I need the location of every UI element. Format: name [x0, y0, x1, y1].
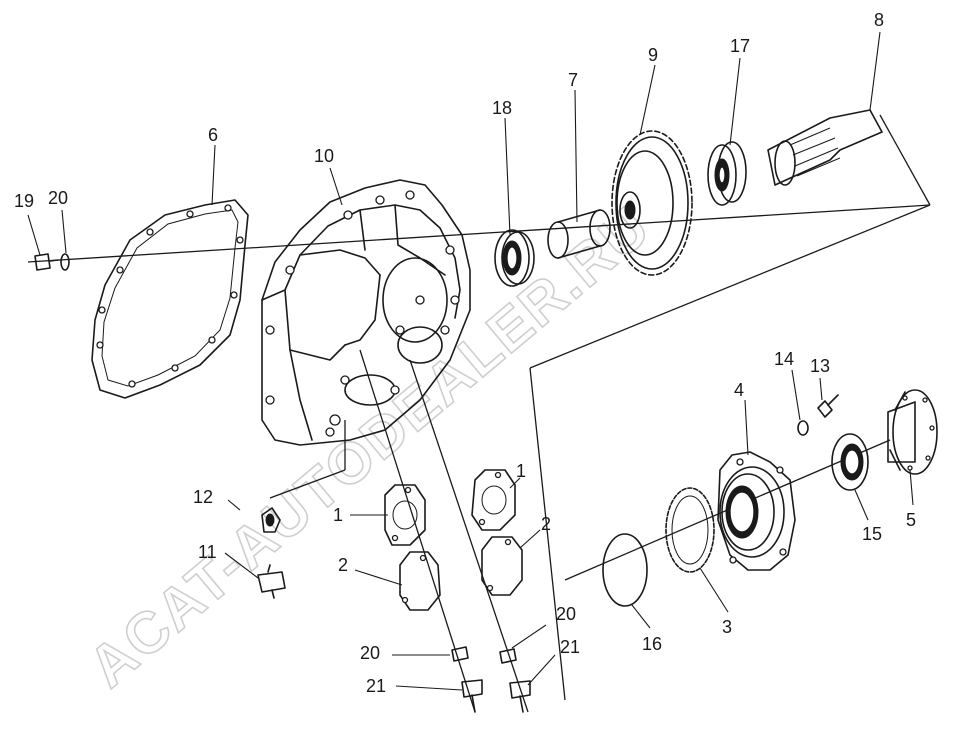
callout-4: 4 [734, 380, 744, 400]
leader-lines [27, 31, 914, 691]
callout-16: 16 [642, 634, 662, 654]
callout-17: 17 [730, 36, 750, 56]
callout-1-left: 1 [333, 505, 343, 525]
callout-9: 9 [648, 45, 658, 65]
washer-part-12 [261, 507, 281, 533]
callout-18: 18 [492, 98, 512, 118]
callout-12: 12 [193, 487, 213, 507]
shim-part-3 [665, 487, 715, 573]
plug-part-11 [257, 564, 286, 599]
bolt-part-21-left [461, 679, 483, 713]
bolt-part-13 [817, 394, 839, 418]
callout-2-left: 2 [338, 555, 348, 575]
cover-plate-part-1-left [384, 484, 426, 546]
seal-part-15 [831, 433, 869, 491]
callout-10: 10 [314, 146, 334, 166]
shaft-part-8 [767, 109, 883, 186]
assembly-axes [27, 114, 931, 713]
cover-plate-part-2-left [399, 551, 441, 611]
bearing-part-17 [707, 141, 747, 206]
callout-8: 8 [874, 10, 884, 30]
callout-1-right: 1 [516, 461, 526, 481]
callout-20-top: 20 [48, 188, 68, 208]
gear-part-9 [611, 130, 693, 276]
housing-part-10 [261, 179, 471, 446]
callout-21-left: 21 [366, 676, 386, 696]
callout-6: 6 [208, 125, 218, 145]
callout-19: 19 [14, 191, 34, 211]
washer-part-20-left [60, 253, 70, 271]
callout-11: 11 [198, 542, 217, 562]
washer-part-14 [797, 420, 809, 436]
washer-part-20-lower-left [451, 646, 469, 662]
callout-3: 3 [722, 617, 732, 637]
callout-7: 7 [568, 70, 578, 90]
o-ring-part-16 [602, 533, 648, 607]
cover-plate-part-2-right [481, 536, 523, 596]
cover-plate-part-1-right [471, 469, 516, 531]
callout-labels: 19 20 6 10 18 7 9 17 8 4 14 13 5 15 3 16… [14, 10, 916, 696]
flange-part-5 [887, 389, 938, 475]
bolt-part-19 [34, 253, 59, 271]
bolt-part-21-right [509, 680, 531, 713]
callout-15: 15 [862, 524, 882, 544]
washer-part-20-lower-right [499, 648, 517, 664]
callout-20-lower-right: 20 [556, 604, 576, 624]
callout-13: 13 [810, 356, 830, 376]
bearing-part-18 [494, 229, 535, 287]
gasket-part-6 [91, 199, 249, 399]
callout-20-lower-left: 20 [360, 643, 380, 663]
sleeve-part-7 [547, 209, 611, 259]
callout-2-right: 2 [541, 514, 551, 534]
cover-part-4 [717, 451, 796, 571]
callout-5: 5 [906, 510, 916, 530]
callout-21-right: 21 [560, 637, 580, 657]
callout-14: 14 [774, 349, 794, 369]
